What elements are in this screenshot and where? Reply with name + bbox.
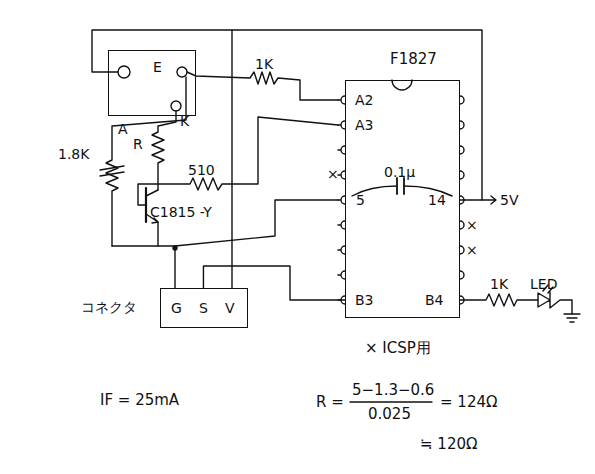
scribble (100, 166, 124, 176)
junction-dot (173, 246, 177, 250)
resistor-1k-led (460, 294, 538, 306)
node-text: E (153, 59, 162, 75)
schematic-label: K (180, 113, 189, 129)
schematic-label: 0.1μ (384, 164, 415, 180)
schematic-label: × (466, 242, 478, 258)
fraction-bar (350, 401, 432, 402)
ground-wire (174, 246, 175, 288)
wire (108, 71, 118, 72)
schematic-label: LED (530, 276, 557, 292)
ic-pin (460, 121, 464, 129)
ic-pins (338, 96, 464, 304)
schematic-label: × (466, 217, 478, 233)
ic-pin (338, 121, 345, 129)
schematic-label: 0.025 (368, 406, 411, 422)
ic-pin (460, 171, 464, 179)
schematic-label: B3 (355, 292, 374, 308)
schematic-label: = 124Ω (440, 394, 497, 410)
node-text: V (225, 300, 235, 316)
ic-pin (460, 271, 464, 279)
led-symbol (538, 292, 572, 314)
schematic-label: C1815 -Y (150, 204, 212, 220)
schematic-label: 5V (500, 192, 518, 208)
schematic-label: 1.8K (58, 146, 89, 162)
schematic-label: A2 (355, 92, 373, 108)
collector-pin (171, 101, 181, 111)
ic-pin (338, 196, 345, 204)
connector-box: コネクタGSV (160, 288, 248, 328)
ic-pin (460, 221, 464, 229)
resistor-1k-wire (187, 72, 338, 100)
vcc-wire (231, 30, 232, 288)
schematic-label: ≒ 120Ω (420, 436, 477, 452)
schematic-label: 1K (490, 276, 508, 292)
vcc-arrow (482, 196, 496, 204)
schematic-label: A (118, 121, 128, 137)
schematic-label: R = (316, 394, 344, 410)
schematic-label: × ICSP用 (365, 340, 431, 356)
schematic-label: 5 (356, 192, 365, 208)
schematic-label: 1K (255, 56, 273, 72)
ic-pin (338, 271, 345, 279)
schematic-label: 5−1.3−0.6 (352, 382, 434, 398)
node-text: S (199, 300, 208, 316)
ic-pin (338, 146, 345, 154)
ic-pin (338, 246, 345, 254)
schematic-label: × (327, 166, 339, 182)
ic-pin (338, 221, 345, 229)
node-text: コネクタ (81, 299, 137, 315)
resistor-510-wire (138, 117, 338, 205)
ground-symbol (564, 314, 580, 322)
ic-pin (460, 246, 464, 254)
emitter-pin (177, 67, 187, 77)
schematic-label: IF = 25mA (100, 392, 179, 408)
schematic-label: R (133, 136, 143, 152)
sensor-box: E (108, 50, 196, 116)
anode-pin (118, 66, 130, 78)
ic-pin (460, 96, 464, 104)
ic-notch (392, 80, 412, 90)
node-text: G (171, 300, 182, 316)
resistor-1k8-wire (106, 77, 186, 246)
wire-connector (203, 266, 345, 300)
capacitor-symbol (397, 178, 404, 194)
ic-pin (460, 146, 464, 154)
wire-connector (92, 30, 482, 200)
node-text: F1827 (390, 51, 437, 67)
schematic-label: B4 (425, 292, 444, 308)
ic-pin (338, 96, 345, 104)
ground-wire (112, 200, 338, 246)
schematic-label: 510 (188, 162, 215, 178)
schematic-label: 14 (428, 192, 446, 208)
schematic-label: A3 (355, 117, 373, 133)
ic-pin (338, 171, 345, 179)
